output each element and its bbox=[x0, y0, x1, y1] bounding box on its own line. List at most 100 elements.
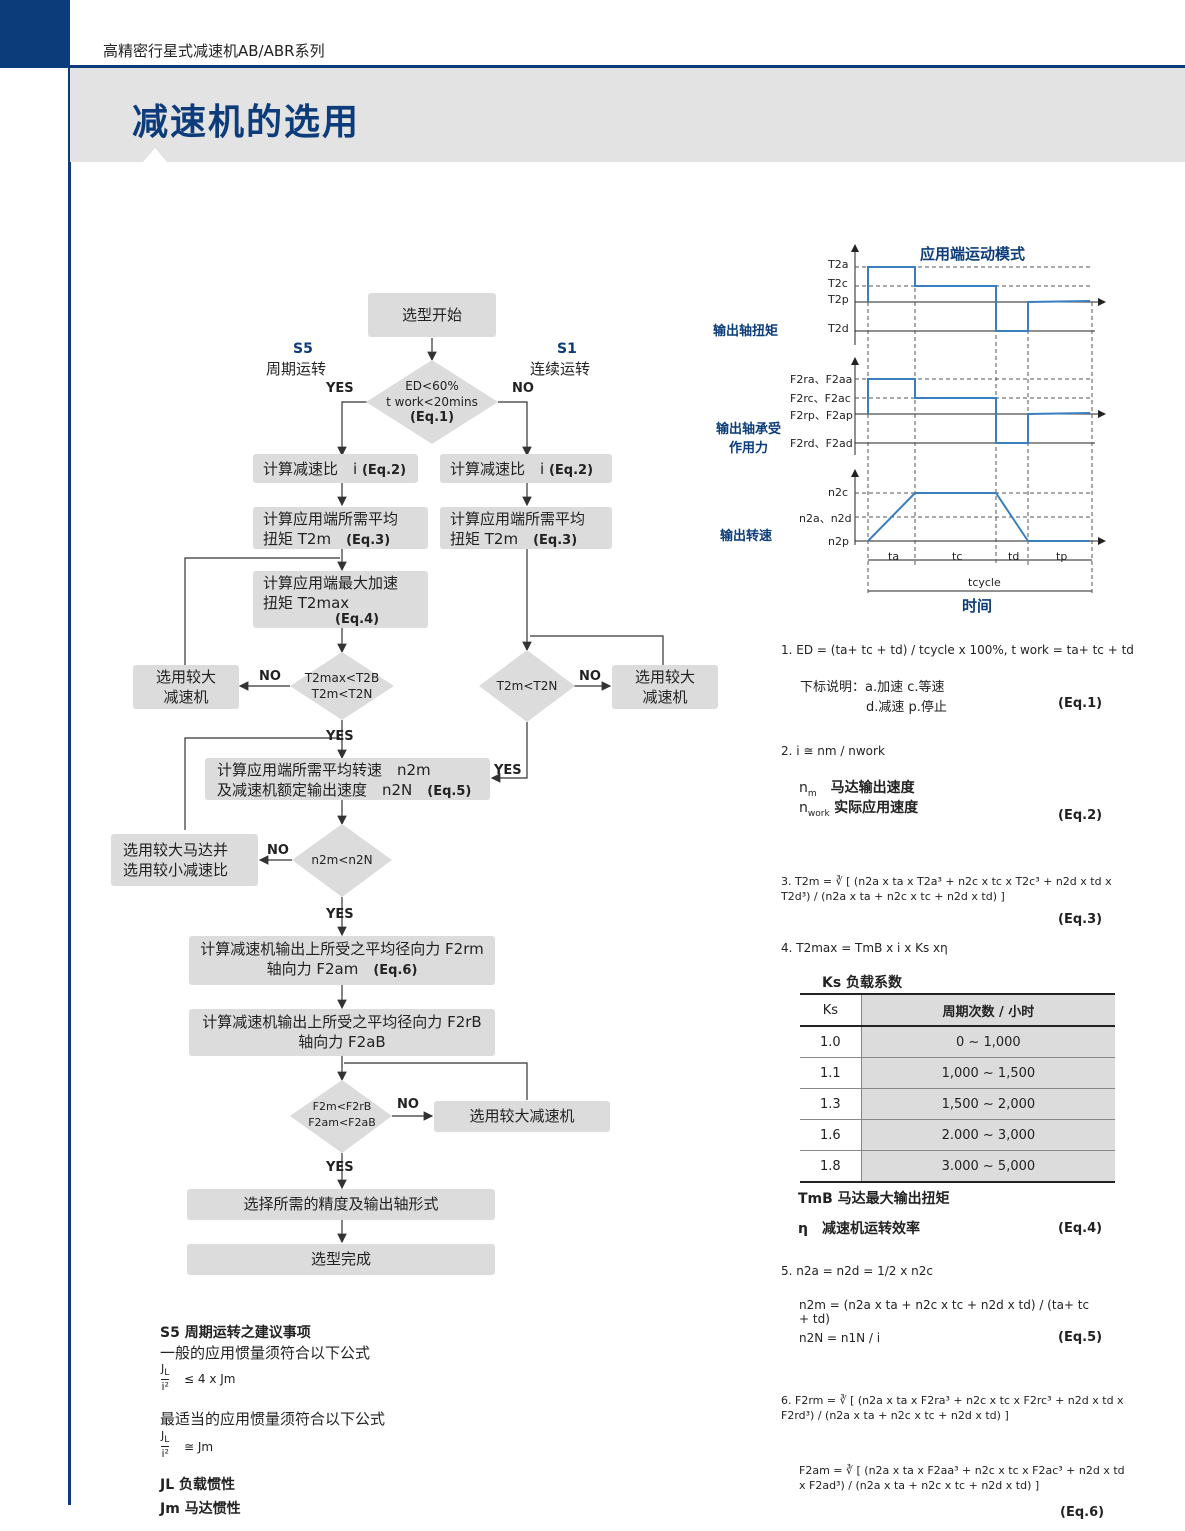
calc-speed-box: 计算应用端所需平均转速 n2m 及减速机额定输出速度 n2N (Eq.5) bbox=[205, 758, 490, 800]
diamond-torque-right bbox=[479, 650, 575, 722]
ks-cell: 0 ~ 1,000 bbox=[860, 1026, 1115, 1058]
yes-label-5: YES bbox=[326, 1160, 354, 1175]
diamond-speed bbox=[292, 824, 392, 897]
title-band bbox=[70, 68, 1185, 162]
diamond-force bbox=[290, 1080, 392, 1153]
calc-force-box: 计算减速机输出上所受之平均径向力 F2rm 轴向力 F2am (Eq.6) bbox=[189, 936, 495, 985]
eq4-tag: (Eq.4) bbox=[335, 612, 380, 627]
diamond-torque-left bbox=[290, 652, 394, 720]
no-label-1: NO bbox=[512, 381, 534, 396]
eta-def: η 减速机运转效率 bbox=[798, 1221, 920, 1237]
nwork-text: 实际应用速度 bbox=[834, 800, 919, 816]
eq1-note1: 下标说明：a.加速 c.等速 bbox=[800, 680, 945, 695]
eq1-note2: d.减速 p.停止 bbox=[866, 700, 947, 715]
series-title: 高精密行星式减速机AB/ABR系列 bbox=[103, 42, 325, 60]
s5-notes-f2: ≅ Jm bbox=[184, 1440, 214, 1454]
s5-notes-jl: JL 负载惯性 bbox=[160, 1477, 236, 1493]
eq6-line2: F2am = ∛ [ (n2a x ta x F2aa³ + n2c x tc … bbox=[799, 1464, 1125, 1492]
larger-reducer-l2: 减速机 bbox=[163, 688, 209, 706]
max-torque-l2: 扭矩 T2max bbox=[263, 594, 350, 612]
level-F-d: F2rd、F2ad bbox=[790, 437, 853, 450]
choose-precision-box: 选择所需的精度及输出轴形式 bbox=[187, 1189, 495, 1220]
ks-cell: 1.0 bbox=[800, 1026, 862, 1058]
page-title: 减速机的选用 bbox=[132, 102, 361, 143]
eq2-tag: (Eq.2) bbox=[548, 463, 594, 478]
max-torque-l1: 计算应用端最大加速 bbox=[263, 574, 399, 592]
ks-cell: 3.000 ~ 5,000 bbox=[860, 1150, 1115, 1183]
level-T2d: T2d bbox=[828, 322, 849, 335]
larger-reducer-box-2: 选用较大减速机 bbox=[434, 1101, 610, 1132]
period-ta: ta bbox=[888, 550, 900, 563]
calc-ratio-label: 计算减速比 i bbox=[450, 460, 545, 478]
diamond-ed-text: ED<60% t work<20mins (Eq.1) bbox=[382, 378, 482, 426]
left-margin-rule bbox=[68, 65, 71, 1505]
diamond-speed-text: n2m<n2N bbox=[311, 853, 373, 867]
eq5-tag: (Eq.5) bbox=[427, 784, 472, 799]
s1-code: S1 bbox=[557, 341, 577, 357]
ks-cell: 1.6 bbox=[800, 1119, 862, 1151]
yes-label-4: YES bbox=[326, 907, 354, 922]
header-corner-block bbox=[0, 0, 70, 68]
s5-notes-l1: 一般的应用惯量须符合以下公式 bbox=[160, 1344, 371, 1362]
level-n2p: n2p bbox=[828, 535, 849, 548]
level-T2a: T2a bbox=[828, 258, 849, 271]
ks-header-ks: Ks bbox=[800, 993, 862, 1027]
ks-header-row: Ks 周期次数 / 小时 bbox=[800, 993, 1115, 1027]
diamond-torque-left-text: T2max<T2B T2m<T2N bbox=[300, 670, 384, 702]
period-tp: tp bbox=[1056, 550, 1068, 563]
calc-avg-torque-box-left: 计算应用端所需平均 扭矩 T2m (Eq.3) bbox=[253, 507, 428, 549]
nm-def: nm 马达输出速度 bbox=[799, 780, 915, 799]
calc-forceB-l1: 计算减速机输出上所受之平均径向力 F2rB bbox=[202, 1013, 482, 1031]
ks-cell: 1,000 ~ 1,500 bbox=[860, 1057, 1115, 1089]
larger-motor-l2: 选用较小减速比 bbox=[123, 861, 229, 879]
eq3-tag: (Eq.3) bbox=[533, 533, 578, 548]
eq5-line2: n2m = (n2a x ta + n2c x tc + n2d x td) /… bbox=[799, 1298, 1090, 1326]
calc-ratio-box-left: 计算减速比 i (Eq.2) bbox=[253, 454, 418, 483]
yes-label-3: YES bbox=[494, 763, 522, 778]
tmb-def: TmB 马达最大输出扭矩 bbox=[798, 1191, 950, 1207]
motion-profile-diagram bbox=[851, 244, 1106, 595]
eq2-formula: 2. i ≅ nm / nwork bbox=[781, 744, 885, 758]
larger-reducer-box-left: 选用较大 减速机 bbox=[133, 665, 239, 709]
d2-line2: T2m<T2N bbox=[311, 687, 373, 701]
calc-force-l2: 轴向力 F2am bbox=[266, 960, 359, 978]
yes-label-1: YES bbox=[326, 381, 354, 396]
larger-motor-l1: 选用较大马达并 bbox=[123, 841, 229, 859]
larger-reducer-l1: 选用较大 bbox=[634, 668, 695, 686]
calc-speed-l1: 计算应用端所需平均转速 n2m bbox=[217, 761, 431, 779]
nwork-def: nwork 实际应用速度 bbox=[799, 800, 919, 819]
d2-line1: T2max<T2B bbox=[304, 671, 380, 685]
larger-motor-box: 选用较大马达并 选用较小减速比 bbox=[111, 834, 258, 886]
time-label: 时间 bbox=[962, 597, 993, 615]
eq5-line3: n2N = n1N / i bbox=[799, 1331, 881, 1345]
eq5-line1: 5. n2a = n2d = 1/2 x n2c bbox=[781, 1264, 933, 1278]
eq3-tag: (Eq.3) bbox=[1058, 912, 1103, 927]
ks-cell: 1,500 ~ 2,000 bbox=[860, 1088, 1115, 1120]
ks-cell: 2.000 ~ 3,000 bbox=[860, 1119, 1115, 1151]
level-n2a-n2d: n2a、n2d bbox=[799, 512, 852, 525]
d1-line2: t work<20mins bbox=[386, 395, 478, 409]
d5-line2: F2am<F2aB bbox=[308, 1116, 376, 1129]
larger-reducer-l2: 减速机 bbox=[642, 688, 688, 706]
title-notch bbox=[143, 148, 167, 162]
diamond-ed bbox=[366, 360, 498, 444]
diamond-torque-right-text: T2m<T2N bbox=[496, 679, 558, 693]
calc-ratio-box-right: 计算减速比 i (Eq.2) bbox=[440, 454, 612, 483]
eq6-line1: 6. F2rm = ∛ [ (n2a x ta x F2ra³ + n2c x … bbox=[781, 1394, 1124, 1422]
calc-max-torque-box: 计算应用端最大加速 扭矩 T2max (Eq.4) bbox=[253, 571, 428, 628]
label-speed: 输出转速 bbox=[720, 529, 773, 544]
no-label-2: NO bbox=[259, 669, 281, 684]
s5-name: 周期运转 bbox=[266, 360, 327, 378]
calc-avg-torque-box-right: 计算应用端所需平均 扭矩 T2m (Eq.3) bbox=[440, 507, 612, 549]
level-F-p: F2rp、F2ap bbox=[790, 409, 853, 422]
calc-force-l1: 计算减速机输出上所受之平均径向力 F2rm bbox=[200, 940, 484, 958]
eq2-tag: (Eq.2) bbox=[361, 463, 407, 478]
nm-text: 马达输出速度 bbox=[830, 780, 915, 796]
eq4-formula: 4. T2max = TmB x i x Ks xη bbox=[781, 941, 948, 955]
avg-torque-l2: 扭矩 T2m bbox=[263, 530, 332, 548]
